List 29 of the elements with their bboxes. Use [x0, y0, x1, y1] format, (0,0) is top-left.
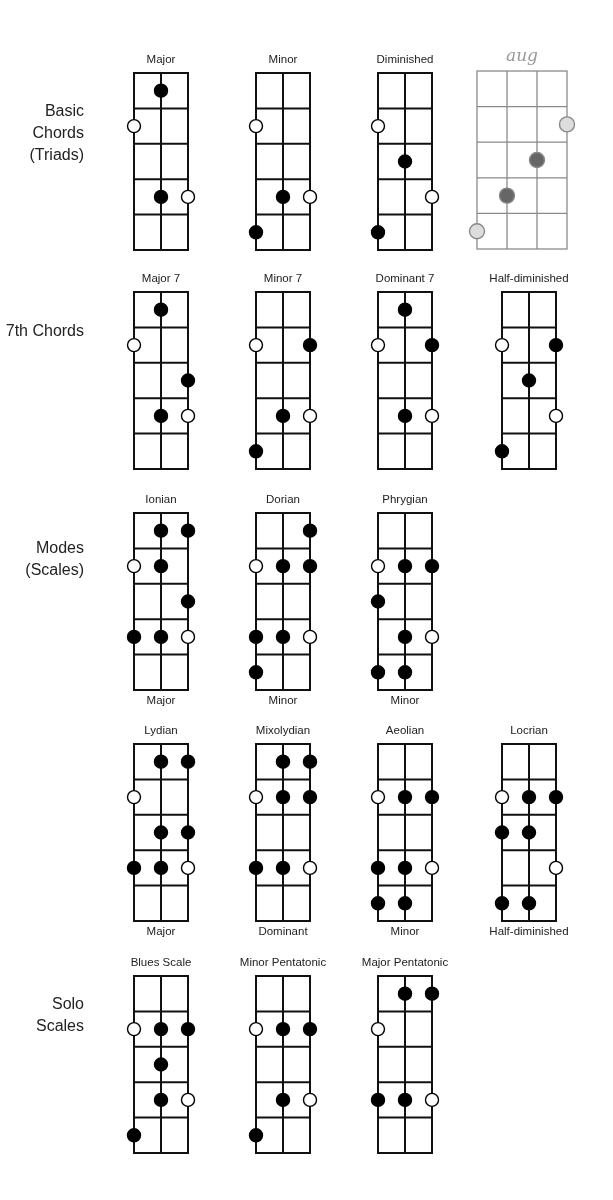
section-heading: Modes (Scales) [24, 538, 84, 580]
fretboard-label: Minor [390, 925, 420, 937]
fretboard-label: Dorian [266, 493, 300, 505]
fretboard-label: Blues Scale [130, 956, 192, 968]
fretboard-label: Major [146, 694, 176, 706]
fretboard-label: Mixolydian [255, 724, 311, 736]
fretboard-label: Diminished [376, 53, 434, 65]
section-heading: Solo Scales [34, 994, 84, 1036]
fretboard-label: Dominant 7 [375, 272, 435, 284]
handwritten-label: aug [506, 45, 538, 65]
fretboard-label: Minor Pentatonic [239, 956, 327, 968]
fretboard-label: Major [146, 925, 176, 937]
fretboard-label: Aeolian [385, 724, 425, 736]
fretboard-label: Minor 7 [263, 272, 303, 284]
fretboard-label: Locrian [510, 724, 548, 736]
fretboard-label: Lydian [144, 724, 178, 736]
fretboard-label: Half-diminished [489, 925, 569, 937]
fretboard-label: Major 7 [141, 272, 181, 284]
section-heading: Basic Chords (Triads) [28, 101, 84, 165]
fretboard-label: Phrygian [382, 493, 428, 505]
fretboard-label: Minor [268, 53, 298, 65]
section-heading: 7th Chords [4, 321, 84, 341]
fretboard-label: Minor [268, 694, 298, 706]
fretboard-label: Dominant [258, 925, 308, 937]
fretboard-label: Half-diminished [489, 272, 569, 284]
fretboard-label: Major [146, 53, 176, 65]
fretboard-label: Ionian [145, 493, 177, 505]
fretboard-label: Minor [390, 694, 420, 706]
fretboard-label: Major Pentatonic [361, 956, 449, 968]
